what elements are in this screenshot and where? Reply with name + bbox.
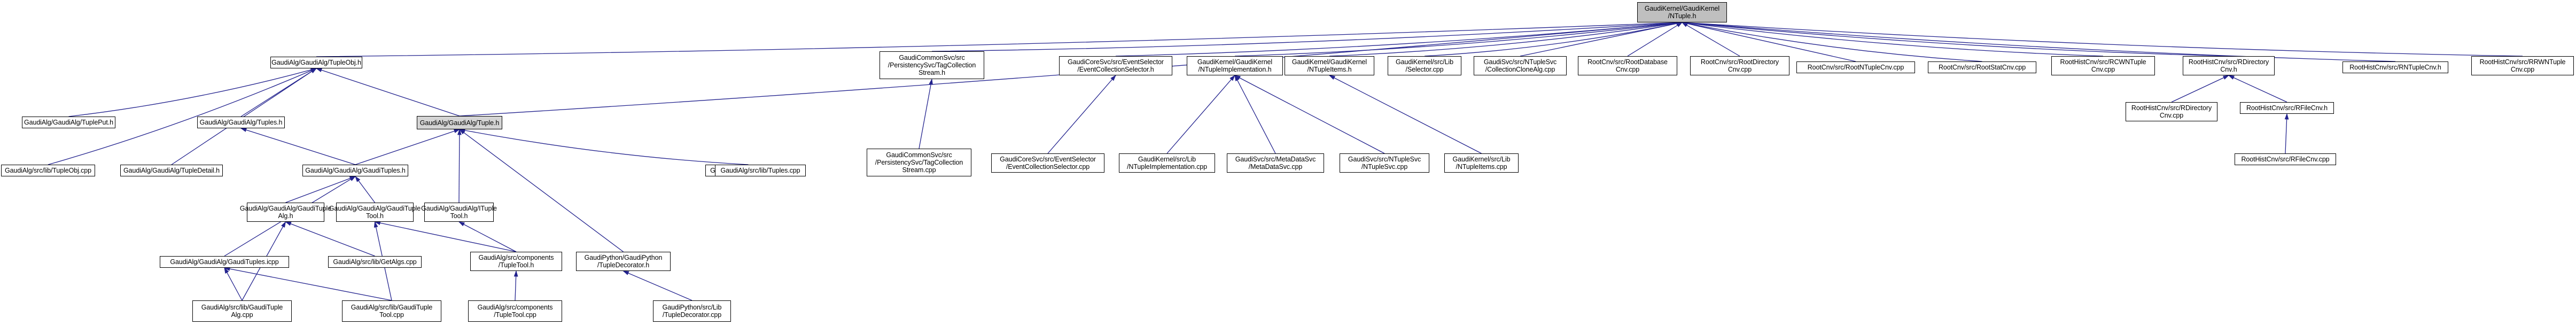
graph-edge xyxy=(1234,74,1276,154)
graph-node[interactable]: GaudiSvc/src/NTupleSvc /CollectionCloneA… xyxy=(1474,56,1567,75)
graph-node[interactable]: GaudiCoreSvc/src/EventSelector /EventCol… xyxy=(991,153,1104,173)
graph-node[interactable]: GaudiKernel/GaudiKernel /NTupleImplement… xyxy=(1187,56,1283,75)
graph-edge xyxy=(458,128,749,165)
graph-node[interactable]: GaudiAlg/src/lib/GaudiTuple Tool.cpp xyxy=(342,300,441,322)
graph-node[interactable]: RootHistCnv/src/RRWNTuple Cnv.cpp xyxy=(2471,56,2574,75)
graph-edge xyxy=(622,270,692,301)
graph-edge xyxy=(240,128,356,165)
graph-node[interactable]: GaudiPython/GaudiPython /TupleDecorator.… xyxy=(576,252,671,271)
graph-edge xyxy=(1234,75,1385,154)
graph-node[interactable]: GaudiKernel/src/Lib /Selector.cpp xyxy=(1388,56,1461,75)
graph-edge xyxy=(223,267,392,301)
graph-node[interactable]: GaudiKernel/src/Lib /NTupleItems.cpp xyxy=(1444,153,1519,173)
graph-node[interactable]: GaudiCommonSvc/src /PersistencySvc/TagCo… xyxy=(867,149,971,176)
graph-node[interactable]: GaudiAlg/src/lib/Tuples.cpp xyxy=(715,165,806,176)
graph-node[interactable]: GaudiAlg/GaudiAlg/TupleDetail.h xyxy=(120,165,223,176)
graph-node[interactable]: GaudiAlg/GaudiAlg/TupleObj.h xyxy=(270,57,362,68)
graph-edge xyxy=(1329,21,1683,57)
graph-node[interactable]: GaudiAlg/GaudiAlg/TuplePut.h xyxy=(22,117,115,128)
graph-node[interactable]: RootHistCnv/src/RFileCnv.cpp xyxy=(2235,153,2336,165)
graph-node[interactable]: GaudiKernel/src/Lib /NTupleImplementatio… xyxy=(1119,153,1215,173)
graph-node[interactable]: GaudiKernel/GaudiKernel /NTupleItems.h xyxy=(1285,56,1374,75)
graph-edge xyxy=(68,67,317,117)
graph-node[interactable]: GaudiSvc/src/NTupleSvc /NTupleSvc.cpp xyxy=(1340,153,1429,173)
graph-node[interactable]: RootHistCnv/src/RNTupleCnv.h xyxy=(2342,61,2448,73)
graph-node[interactable]: GaudiAlg/src/components /TupleTool.cpp xyxy=(468,300,562,322)
graph-node[interactable]: RootHistCnv/src/RFileCnv.h xyxy=(2240,102,2334,114)
graph-node[interactable]: GaudiPython/src/Lib /TupleDecorator.cpp xyxy=(653,300,731,322)
graph-edge xyxy=(1328,75,1482,154)
graph-edge xyxy=(285,221,375,257)
graph-edge xyxy=(1047,75,1116,154)
graph-edge xyxy=(240,68,317,117)
graph-edge xyxy=(1520,21,1683,57)
graph-edge xyxy=(355,175,376,203)
graph-node[interactable]: RootCnv/src/RootNTupleCnv.cpp xyxy=(1796,61,1915,73)
graph-node[interactable]: GaudiAlg/GaudiAlg/GaudiTuple Tool.h xyxy=(329,203,421,222)
graph-node[interactable]: GaudiCommonSvc/src /PersistencySvc/TagCo… xyxy=(880,51,984,79)
graph-edge xyxy=(285,176,356,203)
graph-edge xyxy=(2284,113,2289,154)
graph-edge xyxy=(1681,21,2229,57)
graph-edge xyxy=(1681,22,1740,57)
graph-edge xyxy=(919,78,933,149)
graph-edge xyxy=(1166,75,1235,154)
graph-node[interactable]: GaudiAlg/GaudiAlg/Tuples.h xyxy=(197,117,285,128)
graph-node[interactable]: RootHistCnv/src/RDirectory Cnv.h xyxy=(2183,56,2275,75)
graph-edge xyxy=(1627,22,1683,57)
graph-edge xyxy=(931,20,1683,52)
graph-edge xyxy=(2171,75,2230,103)
graph-node[interactable]: GaudiAlg/src/lib/GetAlgs.cpp xyxy=(328,256,422,268)
graph-edge xyxy=(355,129,461,165)
graph-edge xyxy=(224,267,243,301)
graph-node[interactable]: GaudiAlg/src/lib/TupleObj.cpp xyxy=(1,165,95,176)
graph-node[interactable]: RootHistCnv/src/RCWNTuple Cnv.cpp xyxy=(2051,56,2155,75)
graph-node[interactable]: GaudiAlg/GaudiAlg/GaudiTuples.icpp xyxy=(160,256,289,268)
graph-edge xyxy=(1681,20,2523,57)
graph-edge xyxy=(513,270,518,301)
graph-node-root[interactable]: GaudiKernel/GaudiKernel /NTuple.h xyxy=(1637,2,1727,22)
graph-edge xyxy=(374,221,517,252)
graph-node[interactable]: GaudiSvc/src/MetaDataSvc /MetaDataSvc.cp… xyxy=(1227,153,1324,173)
graph-node[interactable]: GaudiAlg/src/components /TupleTool.h xyxy=(470,252,562,271)
graph-edge xyxy=(316,20,1683,57)
graph-edge xyxy=(315,68,460,117)
graph-edge xyxy=(458,129,624,252)
graph-edge xyxy=(458,221,517,252)
graph-node[interactable]: RootCnv/src/RootStatCnv.cpp xyxy=(1928,61,2036,73)
graph-node[interactable]: GaudiAlg/GaudiAlg/ITuple Tool.h xyxy=(421,203,497,222)
graph-edge xyxy=(1234,21,1683,57)
graph-node[interactable]: RootHistCnv/src/RDirectory Cnv.cpp xyxy=(2126,102,2217,121)
graph-node[interactable]: GaudiAlg/GaudiAlg/Tuple.h xyxy=(417,116,502,129)
graph-node[interactable]: GaudiCoreSvc/src/EventSelector /EventCol… xyxy=(1059,56,1172,75)
graph-node[interactable]: RootCnv/src/RootDirectory Cnv.cpp xyxy=(1690,56,1789,75)
graph-edge xyxy=(2228,75,2287,103)
graph-node[interactable]: GaudiAlg/GaudiAlg/GaudiTuple Alg.h xyxy=(240,203,331,222)
graph-node[interactable]: RootCnv/src/RootDatabase Cnv.cpp xyxy=(1578,56,1677,75)
graph-edge xyxy=(1115,21,1683,57)
graph-edge xyxy=(1681,21,2104,57)
graph-edge xyxy=(1424,21,1683,57)
graph-edge xyxy=(457,128,462,203)
graph-node[interactable]: GaudiAlg/src/lib/GaudiTuple Alg.cpp xyxy=(192,300,292,322)
graph-node[interactable]: GaudiAlg/GaudiAlg/GaudiTuples.h xyxy=(302,165,408,176)
